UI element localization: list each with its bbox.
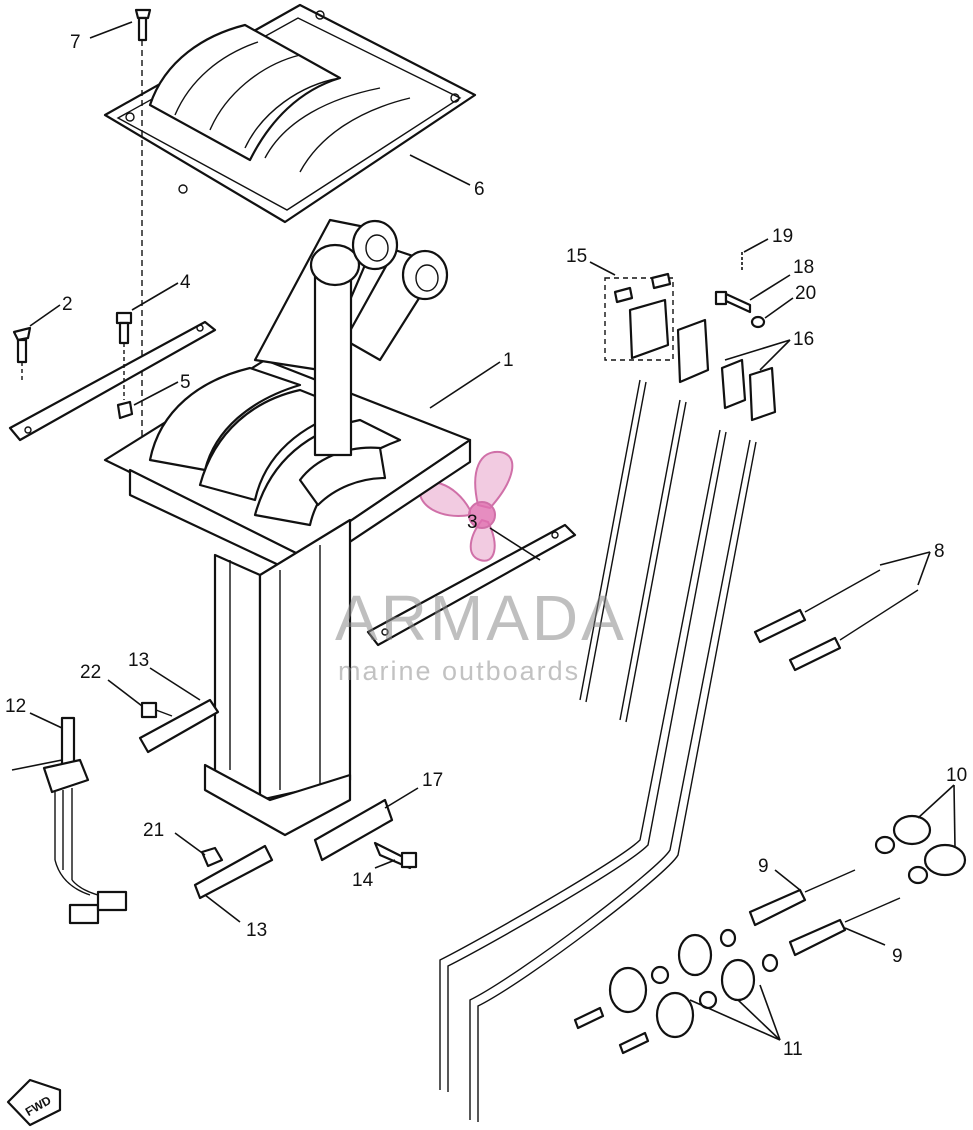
washer-20 bbox=[750, 315, 766, 329]
screw-4 bbox=[115, 311, 133, 400]
callout-22: 22 bbox=[80, 662, 101, 683]
pin-18 bbox=[714, 290, 752, 314]
callout-19: 19 bbox=[772, 226, 793, 247]
callout-12: 12 bbox=[5, 696, 26, 717]
control-housing-part bbox=[103, 358, 472, 837]
callout-9-upper: 9 bbox=[758, 856, 769, 877]
switch-15 bbox=[604, 272, 710, 384]
screw-2 bbox=[12, 326, 32, 380]
callout-10: 10 bbox=[946, 765, 967, 786]
callout-1: 1 bbox=[503, 350, 514, 371]
callout-9-lower: 9 bbox=[892, 946, 903, 967]
callout-18: 18 bbox=[793, 257, 814, 278]
neutral-switch-12 bbox=[42, 716, 128, 925]
top-cover-part bbox=[103, 3, 477, 224]
watermark-brand: ARMADA bbox=[335, 582, 627, 654]
callout-11: 11 bbox=[783, 1039, 803, 1060]
stopper-13-upper bbox=[138, 698, 220, 754]
callout-5: 5 bbox=[180, 372, 191, 393]
watermark-tagline: marine outboards bbox=[338, 656, 580, 686]
cables bbox=[439, 379, 757, 1122]
callout-3: 3 bbox=[467, 512, 478, 533]
leader-lines bbox=[11, 21, 956, 1041]
callout-14: 14 bbox=[352, 870, 374, 891]
callout-2: 2 bbox=[62, 294, 73, 315]
bracket-bar-right bbox=[366, 523, 577, 647]
control-handle bbox=[253, 218, 449, 457]
nut-21 bbox=[200, 846, 224, 868]
callout-16: 16 bbox=[793, 329, 814, 350]
screw-7 bbox=[134, 8, 152, 450]
callout-13-lower: 13 bbox=[246, 920, 267, 941]
propeller-logo bbox=[418, 450, 514, 562]
callout-labels: 7 6 4 2 1 5 3 15 19 18 20 16 8 10 9 9 11… bbox=[5, 32, 967, 1060]
bracket-16 bbox=[720, 358, 777, 422]
stopper-17 bbox=[313, 798, 394, 862]
screw-14 bbox=[373, 841, 418, 870]
fwd-arrow-tag: FWD bbox=[6, 1078, 62, 1127]
callout-17: 17 bbox=[422, 770, 443, 791]
cable-end-8 bbox=[753, 569, 919, 672]
callout-8: 8 bbox=[934, 541, 945, 562]
cable-end-9 bbox=[748, 869, 901, 957]
nut-5 bbox=[116, 400, 134, 420]
screw-22 bbox=[140, 701, 173, 719]
callout-4: 4 bbox=[180, 272, 191, 293]
grommet-11 bbox=[573, 928, 779, 1055]
callout-21: 21 bbox=[143, 820, 164, 841]
callout-20: 20 bbox=[795, 283, 816, 304]
callout-6: 6 bbox=[474, 179, 485, 200]
joint-10 bbox=[874, 814, 967, 885]
callout-7: 7 bbox=[70, 32, 81, 53]
callout-15: 15 bbox=[566, 246, 587, 267]
callout-13-upper: 13 bbox=[128, 650, 149, 671]
stopper-13-lower bbox=[193, 844, 274, 900]
bracket-bar-left bbox=[8, 320, 217, 442]
